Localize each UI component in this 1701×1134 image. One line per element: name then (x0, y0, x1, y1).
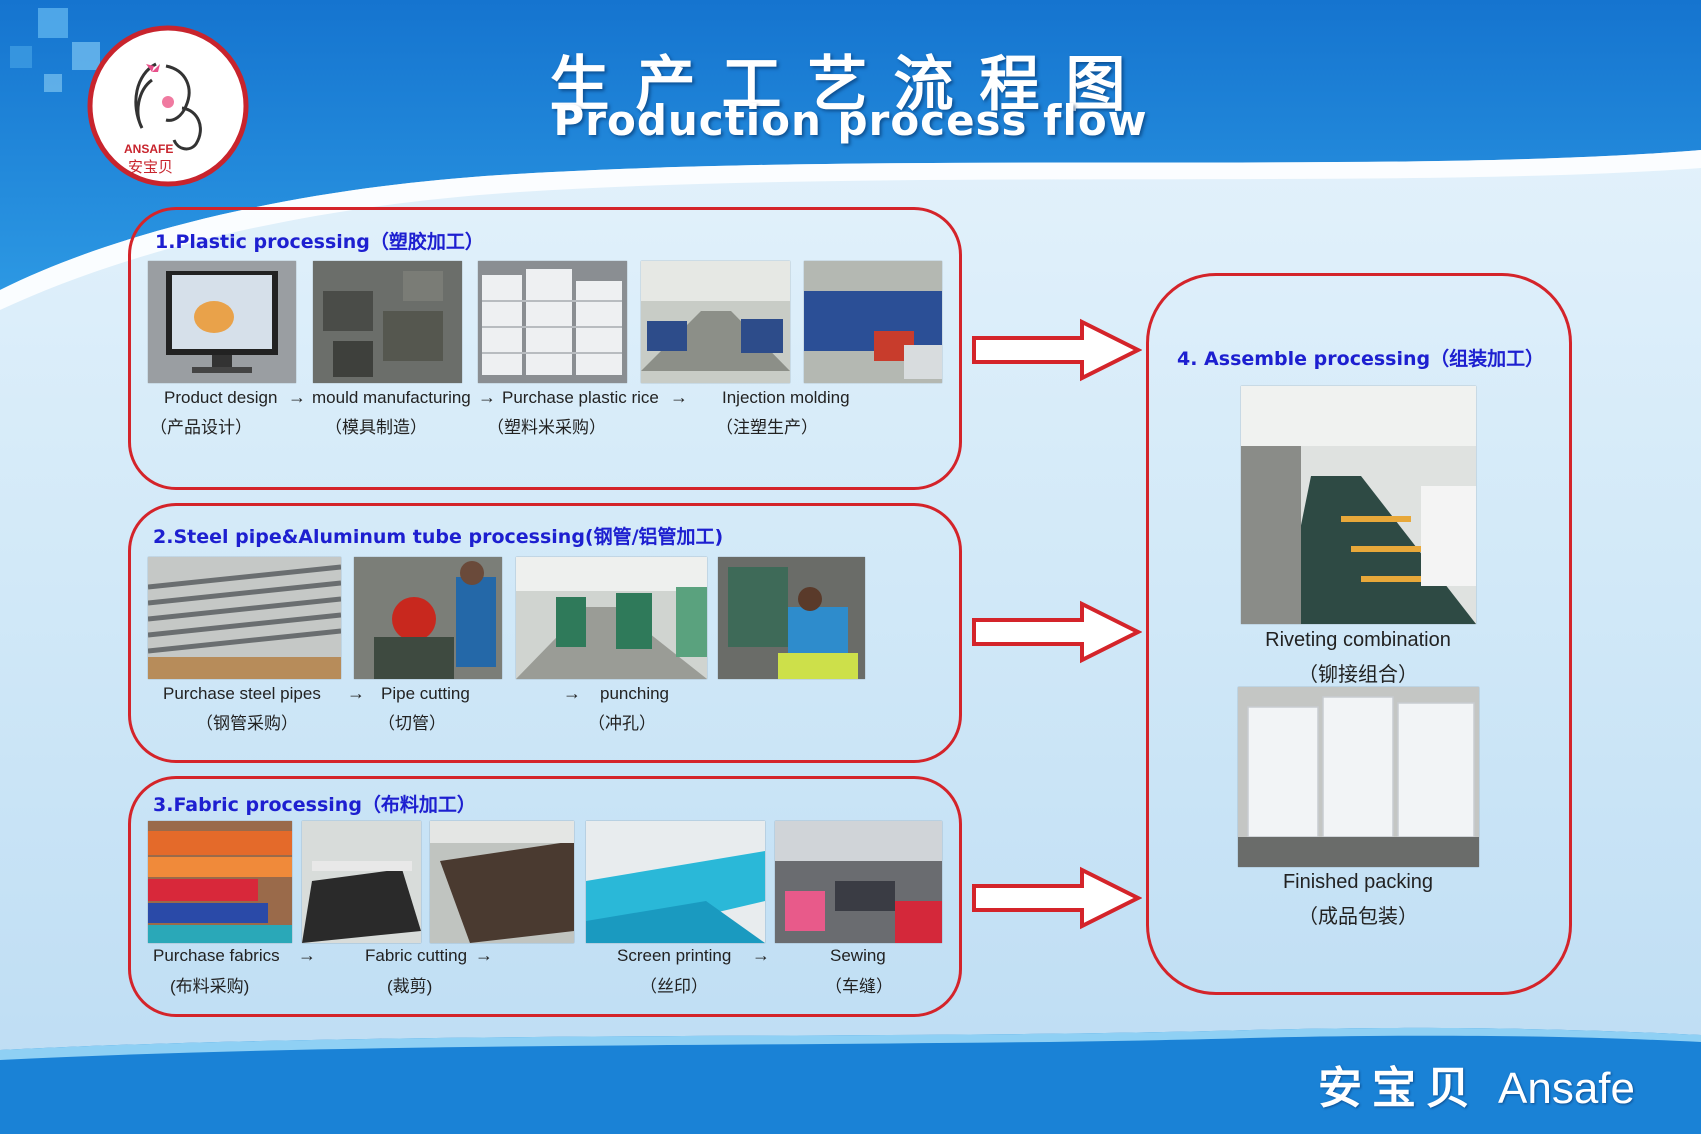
punching-workshop-photo (516, 557, 707, 679)
flow-arrow: → (298, 945, 316, 965)
fabric-processing-panel (128, 776, 962, 1017)
step-steel-pipes-en: Purchase steel pipes (163, 684, 321, 703)
step-sewing-cn: （车缝） (825, 977, 893, 996)
page-title-cn: 生产工艺流程图 (549, 50, 1152, 120)
screen-printing-photo (586, 821, 765, 943)
big-arrow-icon (972, 866, 1142, 930)
step-purchase-fabrics-en: Purchase fabrics (153, 946, 280, 965)
flow-arrow: → (475, 945, 493, 965)
footer-brand-en: Ansafe (1498, 1064, 1635, 1113)
step-fabric-cutting-en: Fabric cutting (365, 946, 468, 965)
fabric-cutting-machine-photo (302, 821, 421, 943)
fabric-cutting-photo (430, 821, 574, 943)
footer-brand: 安宝贝 Ansafe (1318, 1052, 1635, 1116)
plastic-section-title: 1.Plastic processing（塑胶加工） (155, 231, 484, 253)
plastic-processing-panel (128, 207, 962, 490)
riveting-combination-photo (1241, 386, 1476, 624)
injection-molding-photo (804, 261, 942, 383)
finished-packing-photo (1238, 687, 1479, 867)
steel-processing-panel (128, 503, 962, 763)
fabric-section-title: 3.Fabric processing（布料加工） (153, 794, 476, 816)
sewing-photo (775, 821, 942, 943)
step-riveting-cn: （铆接组合） (1298, 664, 1418, 686)
flow-arrow: → (478, 387, 496, 407)
page-title-en: Production process flow (553, 96, 1148, 145)
step-punching-en: punching (600, 684, 670, 703)
ansafe-logo: ANSAFE 安宝贝 (86, 24, 250, 188)
fabrics-photo (148, 821, 292, 943)
punching-photo (718, 557, 865, 679)
step-product-design-en: Product design (164, 388, 278, 407)
flow-arrow: → (752, 945, 770, 965)
step-steel-pipes-cn: （钢管采购） (196, 714, 298, 733)
steel-section-title: 2.Steel pipe&Aluminum tube processing(钢管… (153, 526, 724, 548)
step-pipe-cutting-cn: （切管） (378, 714, 446, 733)
big-arrow-icon (972, 318, 1142, 382)
flow-arrow: → (347, 683, 365, 703)
step-plastic-rice-en: Purchase plastic rice (502, 388, 659, 407)
footer-brand-cn: 安宝贝 (1318, 1063, 1480, 1114)
flow-arrow: → (288, 387, 306, 407)
step-sewing-en: Sewing (830, 946, 886, 965)
step-punching-cn: （冲孔） (588, 714, 656, 733)
step-mould-cn: （模具制造） (325, 418, 427, 437)
step-finished-packing-cn: （成品包装） (1298, 906, 1418, 928)
mould-manufacturing-photo (313, 261, 462, 383)
step-screen-printing-en: Screen printing (617, 946, 732, 965)
big-arrow-icon (972, 600, 1142, 664)
injection-workshop-photo (641, 261, 790, 383)
step-fabric-cutting-cn: (裁剪) (387, 977, 433, 996)
step-riveting-en: Riveting combination (1265, 629, 1451, 651)
product-design-photo (148, 261, 296, 383)
steel-pipes-photo (148, 557, 341, 679)
assemble-section-title: 4. Assemble processing（组装加工） (1177, 348, 1545, 370)
step-injection-cn: （注塑生产） (716, 418, 818, 437)
step-pipe-cutting-en: Pipe cutting (381, 684, 470, 703)
step-finished-packing-en: Finished packing (1282, 871, 1434, 893)
step-purchase-fabrics-cn: (布料采购) (170, 977, 250, 996)
step-injection-en: Injection molding (722, 388, 850, 407)
logo-brand-en: ANSAFE (124, 142, 174, 156)
step-screen-printing-cn: （丝印） (640, 977, 708, 996)
flow-arrow: → (563, 683, 581, 703)
pipe-cutting-photo (354, 557, 502, 679)
step-plastic-rice-cn: （塑料米采购） (487, 418, 606, 437)
plastic-rice-photo (478, 261, 627, 383)
assemble-processing-panel (1146, 273, 1572, 995)
step-mould-en: mould manufacturing (312, 388, 471, 407)
step-product-design-cn: （产品设计） (150, 418, 252, 437)
flow-arrow: → (670, 387, 688, 407)
logo-brand-cn: 安宝贝 (128, 158, 174, 176)
